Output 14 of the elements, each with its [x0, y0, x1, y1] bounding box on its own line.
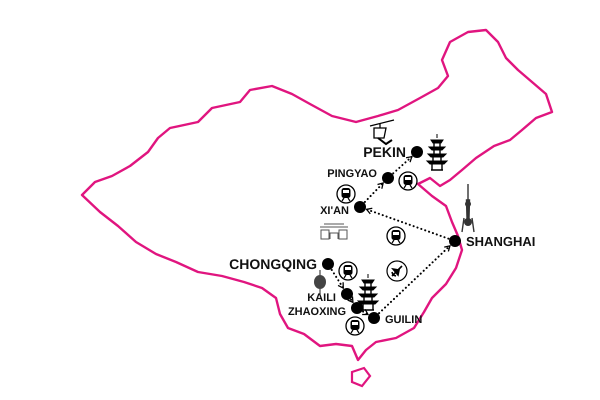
city-label: PEKIN — [363, 144, 406, 160]
city-label: SHANGHAI — [466, 234, 536, 248]
dotted-arrow — [378, 244, 451, 314]
city-label: KAILI — [307, 292, 336, 304]
dotted-arrow — [330, 268, 344, 290]
city-label: ZHAOXING — [288, 306, 346, 318]
dotted-arrow — [392, 156, 413, 174]
city-label: PINGYAO — [327, 168, 377, 180]
dotted-arrow — [366, 208, 450, 240]
city-label: XI'AN — [320, 205, 349, 217]
dotted-arrow — [361, 308, 369, 316]
dotted-arrow — [346, 296, 354, 304]
dotted-arrow — [364, 182, 384, 203]
city-label: CHONGQING — [229, 256, 317, 272]
